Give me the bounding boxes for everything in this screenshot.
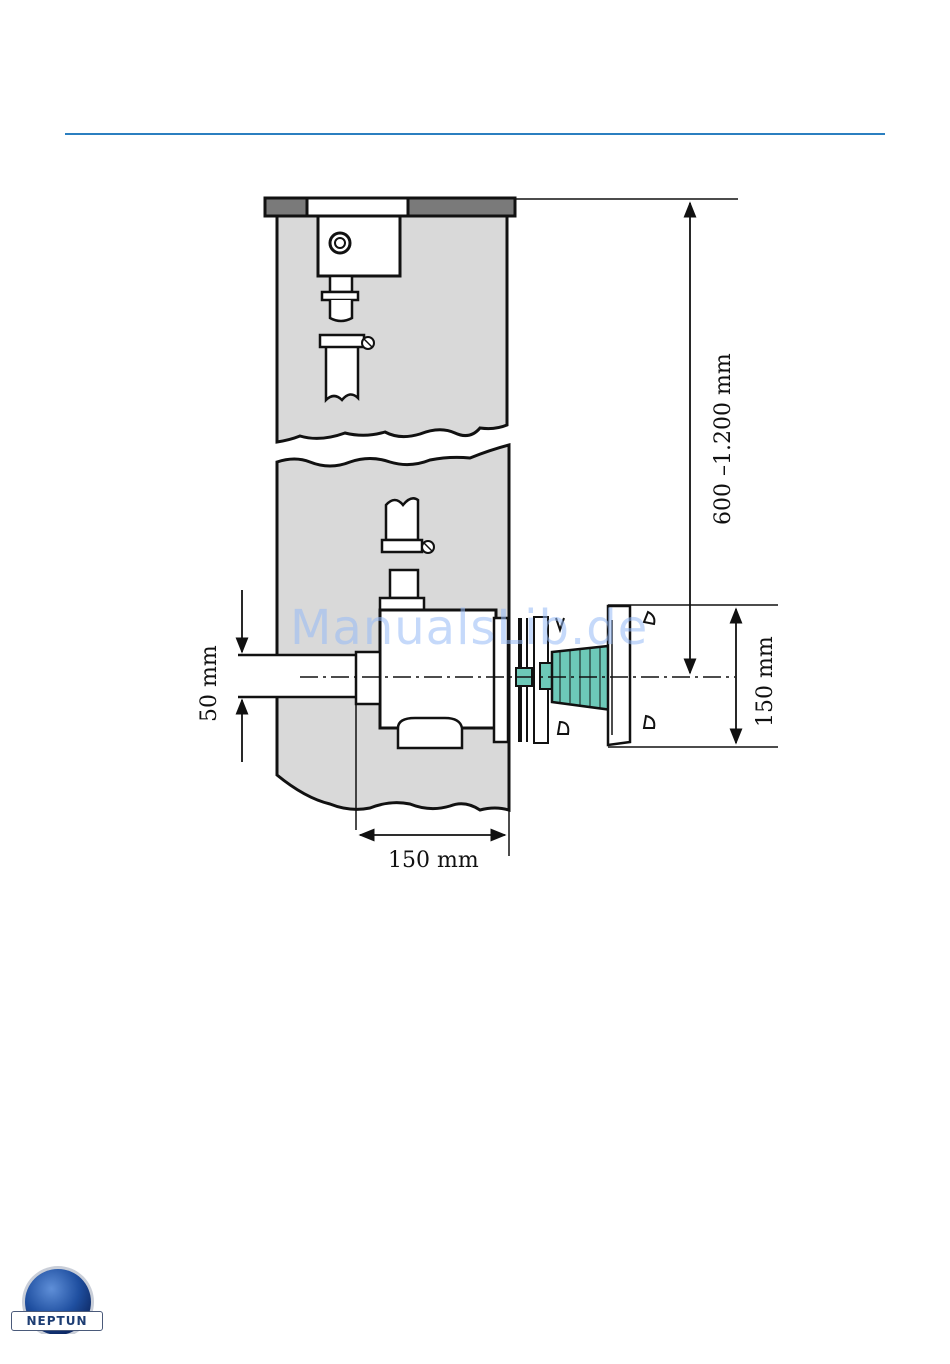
dim-label-pipe: 50 mm xyxy=(197,645,222,722)
valve-drain xyxy=(398,718,462,748)
lower-fitting-stem xyxy=(390,570,418,598)
ceiling-plate-center xyxy=(307,198,408,216)
ceiling-plate-left xyxy=(265,198,307,216)
logo-text: NEPTUN xyxy=(11,1311,103,1331)
dim-label-bottom: 150 mm xyxy=(388,848,479,873)
lower-pipe-clamp xyxy=(382,540,422,552)
supply-pipe xyxy=(238,655,356,697)
dim-label-right: 150 mm xyxy=(753,636,778,727)
dim-label-height: 600 –1.200 mm xyxy=(711,353,736,525)
pipe-connector xyxy=(356,652,380,704)
upper-fitting-stem xyxy=(330,276,352,292)
screw-cover-bottom-icon xyxy=(558,722,568,734)
push-button-connector xyxy=(540,663,552,689)
ceiling-plate-right xyxy=(408,198,515,216)
upper-pipe-clamp xyxy=(320,335,364,347)
watermark: ManualsLib.de xyxy=(290,600,648,656)
lower-pipe xyxy=(386,498,418,540)
screw-bottom-icon xyxy=(644,716,654,728)
upper-fitting-nut xyxy=(322,292,358,300)
